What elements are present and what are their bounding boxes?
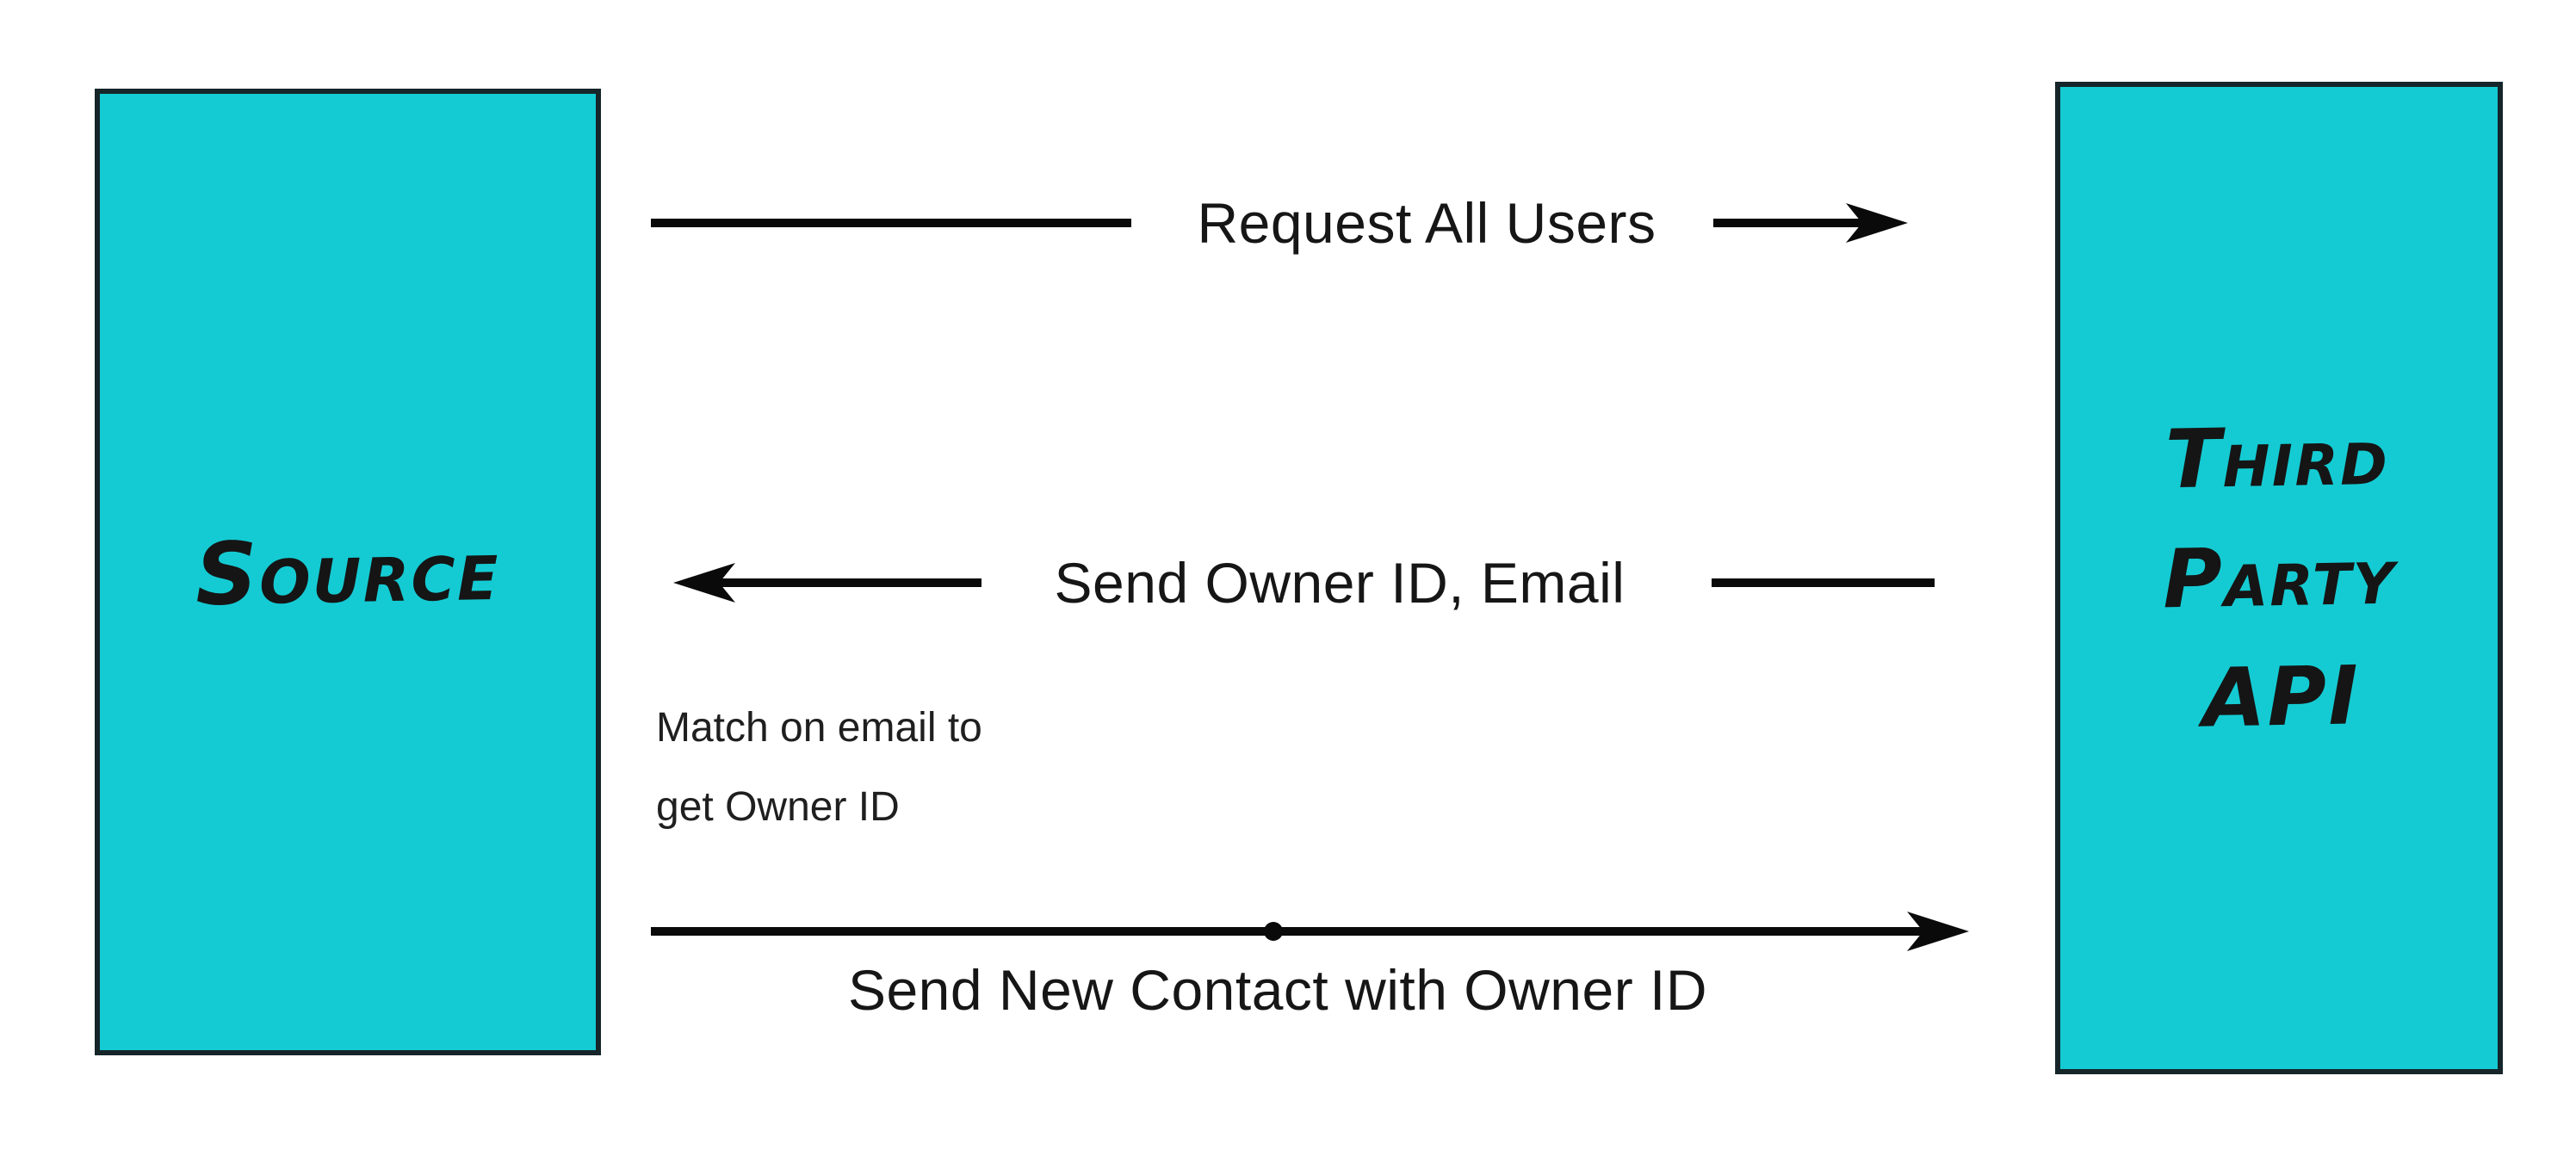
message-2-line-segment-right (1712, 578, 1935, 587)
actor-source-label: Source (195, 518, 501, 626)
message-3-label: Send New Contact with Owner ID (847, 958, 1708, 1022)
actor-third-party-line-2: Party (2161, 529, 2397, 628)
actor-third-party-line-1: Third (2164, 409, 2390, 508)
message-2-line-segment-left (715, 578, 981, 587)
note-line-1: Match on email to (656, 705, 982, 751)
message-1-line-segment-right (1713, 219, 1870, 227)
actor-third-party-line-3: API (2201, 649, 2361, 746)
message-1-line-segment-left (651, 219, 1131, 227)
actor-source-box: Source (95, 89, 601, 1055)
note-line-2: get Owner ID (656, 784, 900, 830)
midpoint-dot-icon (1264, 922, 1283, 941)
actor-third-party-api-label: Third Party API (2159, 396, 2399, 759)
actor-third-party-api-box: Third Party API (2055, 82, 2503, 1074)
message-2-label: Send Owner ID, Email (1054, 551, 1625, 615)
note-match-on-email: Match on email to get Owner ID (656, 689, 982, 847)
message-1-label: Request All Users (1197, 191, 1656, 255)
message-3-line (651, 927, 1933, 936)
